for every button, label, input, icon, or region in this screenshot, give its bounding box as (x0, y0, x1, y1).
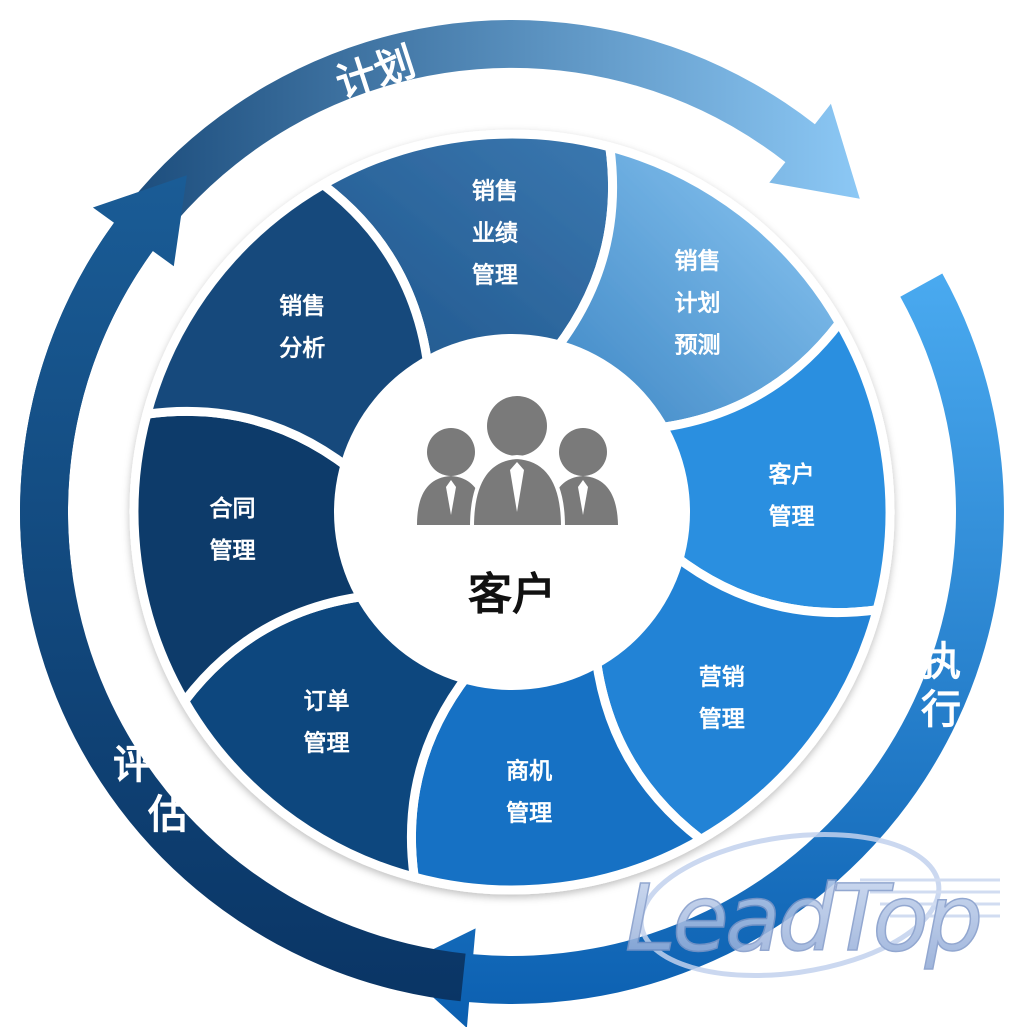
segment-sales-analysis: 销售分析 (142, 180, 433, 473)
segment-label: 营销管理 (699, 665, 745, 733)
execute-label: 执行 (921, 639, 961, 733)
segment-marketing-management: 营销管理 (591, 551, 882, 844)
center-label: 客户 (468, 569, 556, 620)
segment-label: 订单管理 (304, 689, 350, 757)
people-group-icon (417, 396, 618, 529)
segment-label: 销售分析 (279, 293, 325, 362)
segment-label: 销售计划预测 (675, 247, 721, 358)
leadtop-logo: LeadTop (624, 832, 1000, 978)
segment-label: 合同管理 (210, 495, 256, 564)
logo-wordmark: LeadTop (625, 865, 980, 972)
segment-label: 商机管理 (506, 758, 552, 827)
outer-ring (20, 20, 1004, 1027)
segment-opportunity-management: 商机管理 (406, 653, 706, 895)
segment-label: 销售业绩管理 (472, 178, 518, 289)
execute-arc (398, 273, 1004, 1027)
center-hub: 客户 (334, 334, 690, 690)
plan-arc (20, 20, 860, 581)
evaluate-label: 评估 (113, 742, 188, 838)
evaluate-arc (20, 175, 466, 1002)
segment-customer-management: 客户管理 (653, 318, 895, 618)
segment-label: 客户管理 (769, 461, 815, 530)
plan-label: 计划 (331, 39, 421, 107)
